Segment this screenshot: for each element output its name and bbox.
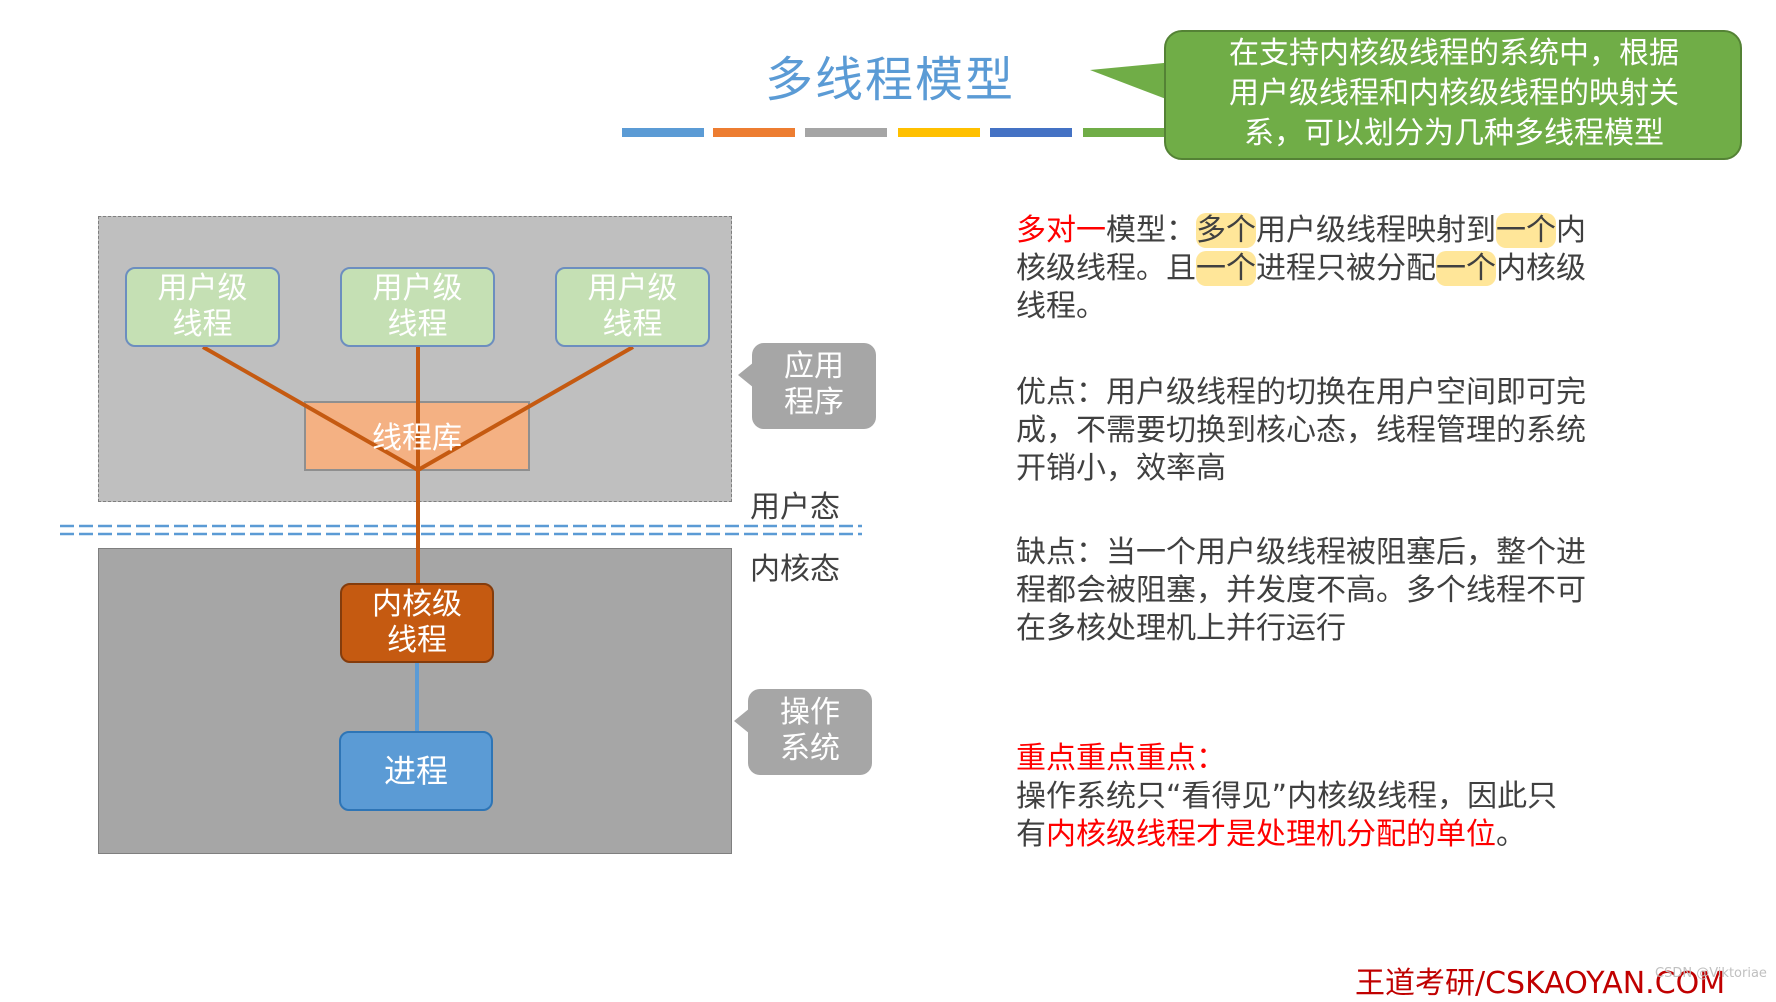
application-tag-line1: 应用 (784, 349, 844, 384)
user-thread-1-line1: 用户级 (157, 271, 248, 306)
title-bar-blue (622, 128, 704, 137)
advantage-line-1: 优点：用户级线程的切换在用户空间即可完 (1016, 375, 1586, 410)
model-line-1: 多对一模型：多个用户级线程映射到一个内 (1016, 212, 1658, 250)
operating-system-tag-line1: 操作 (780, 695, 840, 730)
advantage-line-3: 开销小，效率高 (1016, 451, 1226, 486)
title-bar-yellow (898, 128, 980, 137)
os-tag-pointer (734, 708, 750, 734)
disadvantage-line-3: 在多核处理机上并行运行 (1016, 611, 1346, 646)
title-bar-green (1083, 128, 1165, 137)
highlight-one-2: 一个 (1196, 251, 1256, 286)
line-ult3-library (417, 345, 634, 472)
user-mode-label: 用户态 (750, 490, 840, 525)
app-tag-pointer (738, 362, 754, 388)
key-point-suffix: 。 (1496, 817, 1526, 852)
operating-system-tag: 操作 系统 (748, 689, 872, 775)
model-label: 模型： (1106, 213, 1196, 248)
process-box: 进程 (339, 731, 493, 811)
kernel-thread-line1: 内核级 (372, 587, 462, 622)
kernel-thread: 内核级 线程 (340, 583, 494, 663)
title-bar-gray (805, 128, 887, 137)
key-point-line-2: 有内核级线程才是处理机分配的单位。 (1016, 816, 1658, 854)
key-point-line-1: 操作系统只“看得见”内核级线程，因此只 (1016, 779, 1558, 814)
model-text-2: 内 (1556, 213, 1586, 248)
kernel-mode-label: 内核态 (750, 552, 840, 587)
advantage-line-2: 成，不需要切换到核心态，线程管理的系统 (1016, 413, 1586, 448)
thread-library-label: 线程库 (372, 421, 462, 456)
disadvantage-text: 缺点：当一个用户级线程被阻塞后，整个进 程都会被阻塞，并发度不高。多个线程不可 … (1016, 534, 1658, 648)
key-point: 重点重点重点： 操作系统只“看得见”内核级线程，因此只 有内核级线程才是处理机分… (1016, 740, 1658, 854)
model-text-3: 核级线程。且 (1016, 251, 1196, 286)
operating-system-tag-line2: 系统 (780, 731, 840, 766)
user-thread-3-line2: 线程 (602, 307, 663, 342)
callout-pointer (1090, 62, 1174, 102)
key-point-emphasis: 内核级线程才是处理机分配的单位 (1046, 817, 1496, 852)
callout-line-3: 系，可以划分为几种多线程模型 (1244, 116, 1664, 151)
model-text-4: 进程只被分配 (1256, 251, 1436, 286)
highlight-many: 多个 (1196, 213, 1256, 248)
watermark: CSDN @Viktoriae (1655, 966, 1767, 981)
disadvantage-line-2: 程都会被阻塞，并发度不高。多个线程不可 (1016, 573, 1586, 608)
application-tag-line2: 程序 (784, 385, 844, 420)
user-thread-2-line1: 用户级 (372, 271, 463, 306)
highlight-one-1: 一个 (1496, 213, 1556, 248)
user-thread-2: 用户级 线程 (340, 267, 495, 347)
key-point-prefix: 有 (1016, 817, 1046, 852)
title-bar-darkblue (990, 128, 1072, 137)
user-thread-3: 用户级 线程 (555, 267, 710, 347)
disadvantage-line-1: 缺点：当一个用户级线程被阻塞后，整个进 (1016, 535, 1586, 570)
user-thread-2-line2: 线程 (387, 307, 448, 342)
model-line-2: 核级线程。且一个进程只被分配一个内核级 (1016, 250, 1658, 288)
model-text-1: 用户级线程映射到 (1256, 213, 1496, 248)
user-thread-1: 用户级 线程 (125, 267, 280, 347)
application-tag: 应用 程序 (752, 343, 876, 429)
key-point-heading: 重点重点重点： (1016, 741, 1226, 776)
kernel-thread-line2: 线程 (387, 623, 447, 658)
callout-line-2: 用户级线程和内核级线程的映射关 (1229, 76, 1679, 111)
highlight-one-3: 一个 (1436, 251, 1496, 286)
page-title: 多线程模型 (764, 52, 1015, 108)
model-text-5: 内核级 (1496, 251, 1586, 286)
model-prefix: 多对一 (1016, 213, 1106, 248)
user-thread-1-line2: 线程 (172, 307, 233, 342)
advantage-text: 优点：用户级线程的切换在用户空间即可完 成，不需要切换到核心态，线程管理的系统 … (1016, 374, 1658, 488)
user-thread-3-line1: 用户级 (587, 271, 678, 306)
callout-text: 在支持内核级线程的系统中，根据 用户级线程和内核级线程的映射关 系，可以划分为几… (1178, 34, 1730, 154)
callout-line-1: 在支持内核级线程的系统中，根据 (1229, 36, 1679, 71)
callout-box (1164, 30, 1742, 160)
model-description: 多对一模型：多个用户级线程映射到一个内 核级线程。且一个进程只被分配一个内核级 … (1016, 212, 1658, 326)
model-line-3: 线程。 (1016, 289, 1106, 324)
line-ult1-library (202, 345, 419, 472)
title-bar-orange (713, 128, 795, 137)
